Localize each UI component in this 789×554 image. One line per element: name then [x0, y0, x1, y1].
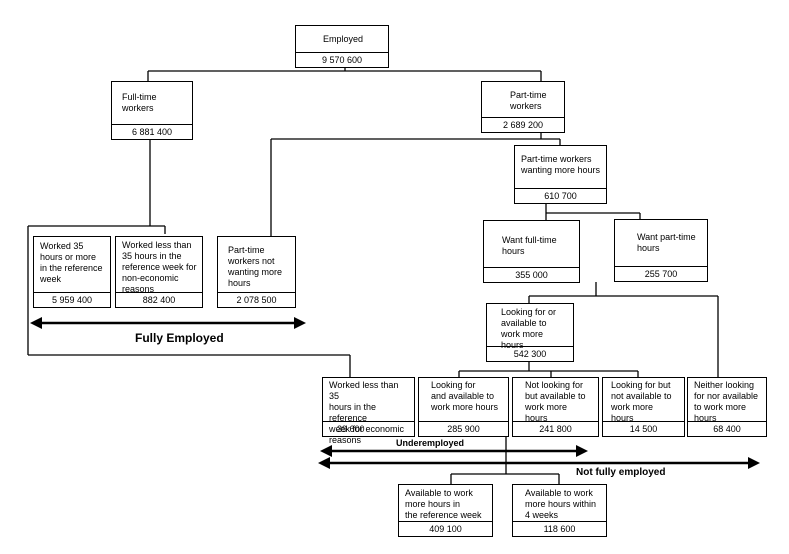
part-time-workers-label: Part-time workers: [510, 90, 547, 111]
looking-and-available-label: Looking for and available to work more h…: [431, 380, 499, 412]
looking-or-available-value: 542 300: [487, 346, 573, 361]
worked-less-economic-label: Worked less than 35 hours in the referen…: [329, 380, 405, 445]
not-looking-but-available-label: Not looking for but available to work mo…: [525, 380, 586, 423]
part-time-wanting-more-label: Part-time workers wanting more hours: [521, 154, 601, 175]
available-reference-week-label: Available to work more hours in the refe…: [405, 488, 482, 520]
want-part-time-label: Want part-time hours: [637, 232, 696, 253]
available-within-4-weeks-box: Available to work more hours within 4 we…: [512, 484, 607, 537]
looking-and-available-value: 285 900: [419, 421, 508, 436]
part-time-workers-value: 2 689 200: [482, 117, 564, 132]
part-time-workers-box: Part-time workers 2 689 200: [481, 81, 565, 133]
full-time-workers-value: 6 881 400: [112, 124, 192, 139]
looking-but-not-available-label: Looking for but not available to work mo…: [611, 380, 672, 423]
looking-but-not-available-value: 14 500: [603, 421, 684, 436]
available-within-4-weeks-value: 118 600: [513, 521, 606, 536]
looking-but-not-available-box: Looking for but not available to work mo…: [602, 377, 685, 437]
employed-box: Employed 9 570 600: [295, 25, 389, 68]
worked-less-non-economic-value: 882 400: [116, 292, 202, 307]
worked-less-non-economic-box: Worked less than 35 hours in the referen…: [115, 236, 203, 308]
not-looking-but-available-box: Not looking for but available to work mo…: [512, 377, 599, 437]
want-part-time-box: Want part-time hours 255 700: [614, 219, 708, 282]
neither-looking-nor-available-box: Neither looking for nor available to wor…: [687, 377, 767, 437]
available-reference-week-box: Available to work more hours in the refe…: [398, 484, 493, 537]
part-time-not-wanting-label: Part-time workers not wanting more hours: [228, 245, 283, 288]
available-reference-week-value: 409 100: [399, 521, 492, 536]
employed-label: Employed: [322, 34, 364, 44]
worked-less-economic-value: 39 600: [323, 421, 414, 436]
fully-employed-caption: Fully Employed: [135, 331, 224, 345]
worked-35-plus-box: Worked 35 hours or more in the reference…: [33, 236, 111, 308]
underemployed-caption: Underemployed: [396, 438, 465, 448]
neither-looking-nor-available-value: 68 400: [688, 421, 766, 436]
neither-looking-nor-available-label: Neither looking for nor available to wor…: [694, 380, 759, 423]
want-full-time-value: 355 000: [484, 267, 579, 282]
part-time-not-wanting-box: Part-time workers not wanting more hours…: [217, 236, 296, 308]
looking-or-available-label: Looking for or available to work more ho…: [501, 307, 557, 350]
not-fully-employed-caption: Not fully employed: [576, 467, 666, 478]
worked-35-plus-label: Worked 35 hours or more in the reference…: [40, 241, 103, 284]
part-time-wanting-more-box: Part-time workers wanting more hours 610…: [514, 145, 607, 204]
part-time-wanting-more-value: 610 700: [515, 188, 606, 203]
full-time-workers-label: Full-time workers: [122, 92, 157, 113]
employed-value: 9 570 600: [296, 52, 388, 67]
want-full-time-box: Want full-time hours 355 000: [483, 220, 580, 283]
available-within-4-weeks-label: Available to work more hours within 4 we…: [525, 488, 597, 520]
part-time-not-wanting-value: 2 078 500: [218, 292, 295, 307]
full-time-workers-box: Full-time workers 6 881 400: [111, 81, 193, 140]
worked-less-economic-box: Worked less than 35 hours in the referen…: [322, 377, 415, 445]
worked-less-non-economic-label: Worked less than 35 hours in the referen…: [122, 240, 197, 294]
want-full-time-label: Want full-time hours: [502, 235, 557, 256]
not-looking-but-available-value: 241 800: [513, 421, 598, 436]
looking-or-available-box: Looking for or available to work more ho…: [486, 303, 574, 362]
want-part-time-value: 255 700: [615, 266, 707, 281]
worked-35-plus-value: 5 959 400: [34, 292, 110, 307]
looking-and-available-box: Looking for and available to work more h…: [418, 377, 509, 437]
